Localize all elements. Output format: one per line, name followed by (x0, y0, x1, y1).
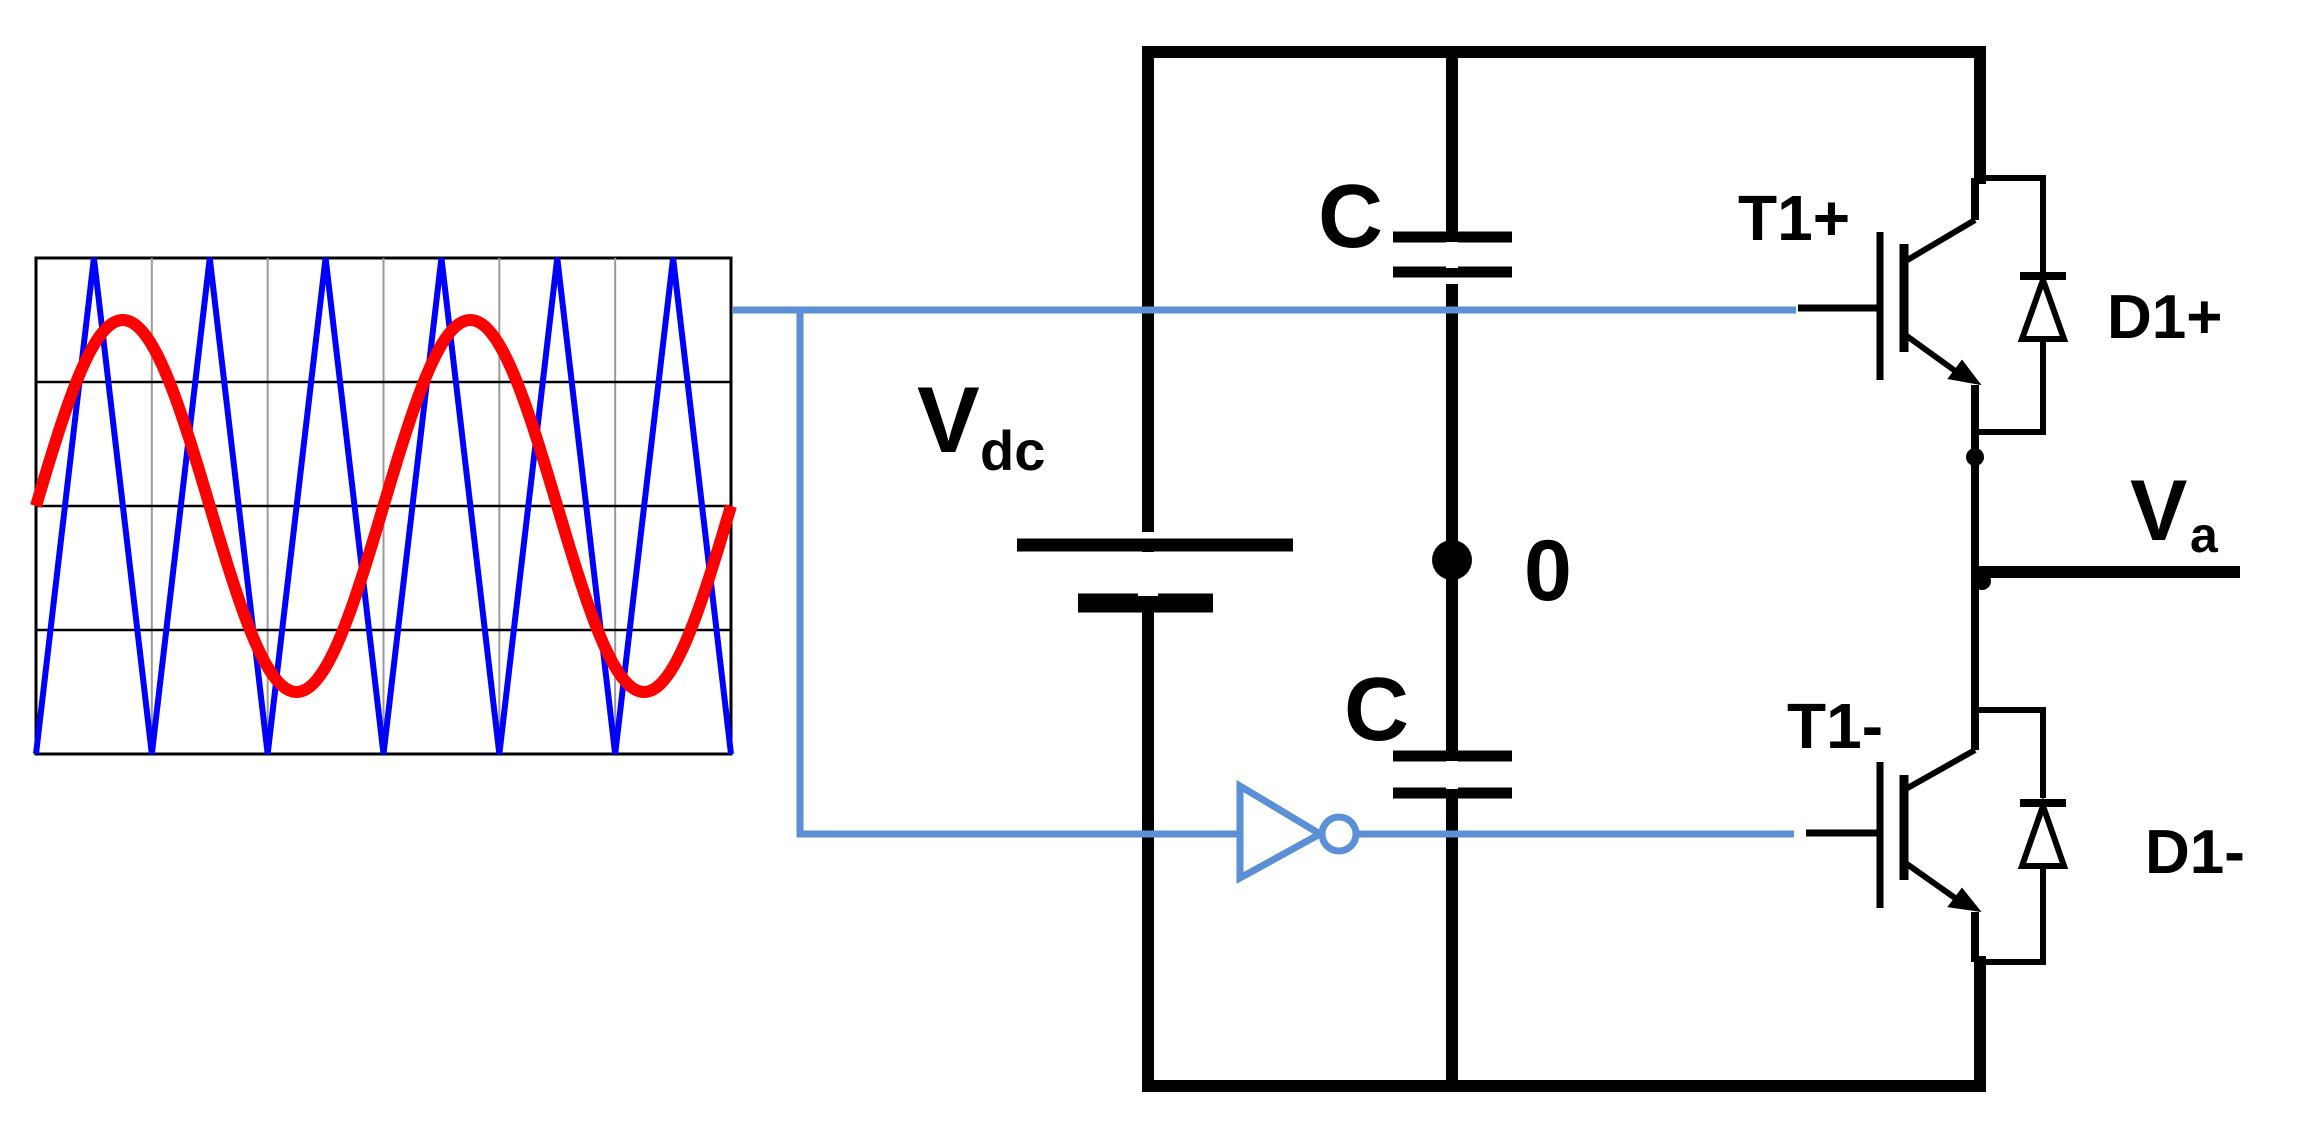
gate-signals (733, 306, 1796, 838)
switch-leg (1798, 175, 2240, 965)
reference-sine-line (30, 314, 737, 698)
capacitor-icon (1393, 750, 1512, 799)
vdc-label-main: V (917, 367, 980, 472)
not-gate-icon (1236, 779, 1360, 884)
diode-icon (1975, 175, 2069, 435)
diode-label-lower: D1- (2145, 818, 2245, 887)
pwm-waveform-plot (30, 256, 737, 756)
igbt-emitter-arrow (1947, 887, 1982, 913)
vdc-label: V dc (917, 367, 1045, 482)
igbt-icon (1806, 710, 1979, 962)
switch-label-upper: T1+ (1738, 182, 1850, 254)
capacitor-label-top: C (1318, 167, 1383, 267)
output-label-subscript: a (2190, 507, 2219, 563)
plot-marks (30, 257, 737, 755)
midpoint-label: 0 (1524, 523, 1572, 619)
igbt-icon (1798, 178, 1979, 465)
junction-dot (1966, 448, 1984, 466)
top-rail (1142, 46, 1986, 184)
diode-icon (1975, 707, 2069, 965)
vdc-label-subscript: dc (980, 419, 1045, 482)
switch-label-lower: T1- (1787, 690, 1883, 762)
midpoint-node (1432, 540, 1472, 580)
capacitor-icon (1393, 231, 1512, 278)
dc-source-icon (1017, 532, 1293, 613)
igbt-emitter-arrow (1947, 359, 1982, 386)
diode-label-upper: D1+ (2107, 283, 2222, 352)
output-label: V a (2130, 463, 2219, 563)
junction-dot (1973, 572, 1991, 590)
gate-signal-branch (796, 310, 1240, 838)
output-label-main: V (2130, 463, 2187, 559)
capacitor-label-bottom: C (1344, 660, 1409, 760)
bottom-rail (1142, 956, 1986, 1092)
carrier-wave-line (33, 257, 734, 755)
